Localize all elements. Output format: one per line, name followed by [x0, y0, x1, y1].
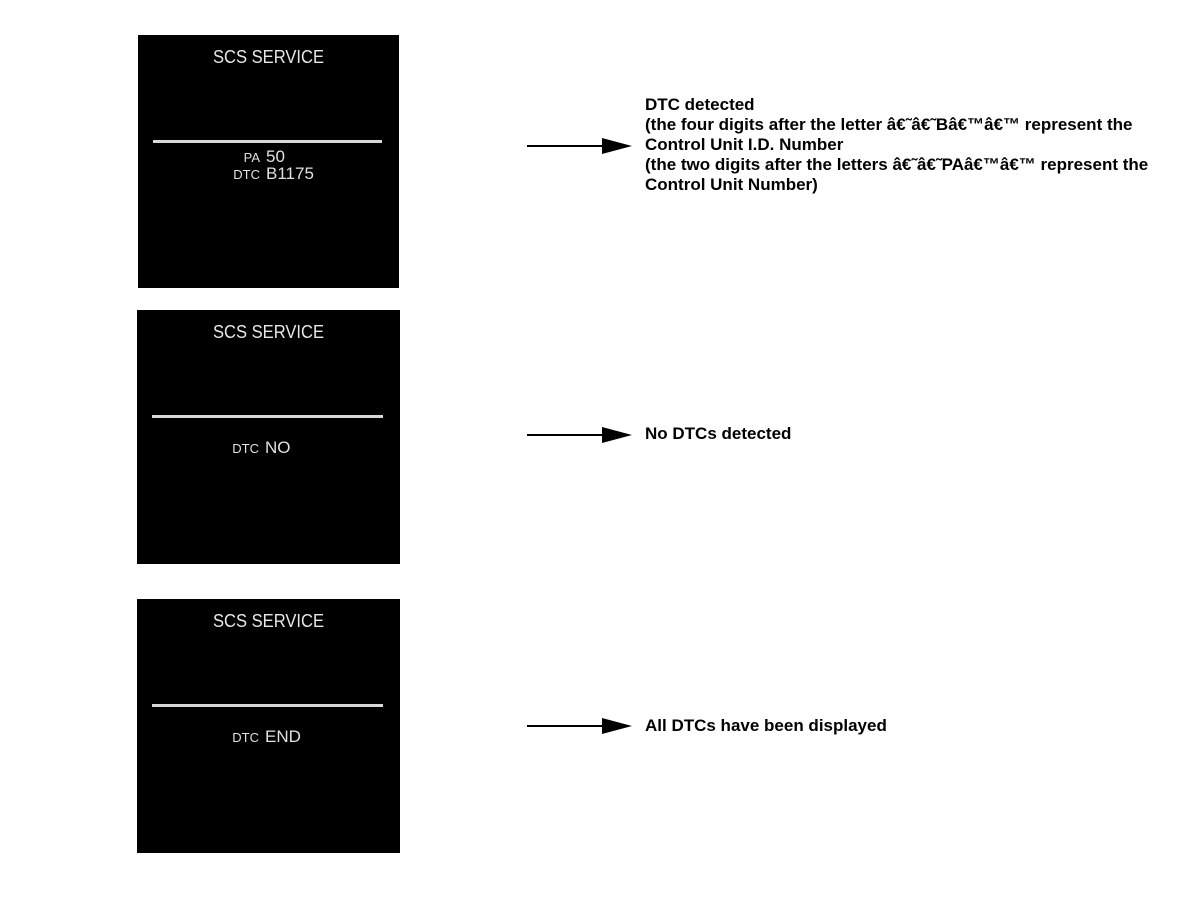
description-no-dtc: No DTCs detected — [645, 424, 791, 444]
scs-screen-dtc-end: SCS SERVICE DTC END — [137, 599, 400, 853]
description-dtc-detected: DTC detected (the four digits after the … — [645, 95, 1148, 195]
dtc-value: NO — [265, 438, 291, 457]
screen-title: SCS SERVICE — [212, 47, 325, 67]
dtc-label: DTC — [232, 441, 259, 456]
dtc-value: END — [265, 727, 301, 746]
description-line: All DTCs have been displayed — [645, 716, 887, 735]
description-dtc-end: All DTCs have been displayed — [645, 716, 887, 736]
pa-label: PA — [243, 150, 260, 165]
description-line: (the four digits after the letter â€˜â€˜… — [645, 115, 1133, 134]
arrow-right-icon — [527, 427, 632, 443]
dtc-label: DTC — [233, 167, 260, 182]
dtc-readout: DTC B1175 — [228, 164, 314, 184]
dtc-readout: DTC END — [227, 727, 301, 747]
dtc-label: DTC — [232, 730, 259, 745]
pa-value: 50 — [266, 147, 285, 166]
screen-divider — [152, 415, 383, 418]
arrow-right-icon — [527, 718, 632, 734]
screen-title: SCS SERVICE — [212, 611, 325, 631]
pa-readout: PA 50 — [236, 147, 285, 167]
scs-screen-dtc-detected: SCS SERVICE PA 50 DTC B1175 — [138, 35, 399, 288]
description-line: DTC detected — [645, 95, 755, 114]
arrow-right-icon — [527, 138, 632, 154]
screen-title: SCS SERVICE — [212, 322, 325, 342]
description-clip: DTC detected (the four digits after the … — [645, 95, 1200, 205]
description-line: No DTCs detected — [645, 424, 792, 443]
dtc-readout: DTC NO — [227, 438, 291, 458]
description-line: (the two digits after the letters â€˜â€˜… — [645, 155, 1149, 174]
screen-divider — [152, 704, 383, 707]
description-line: Control Unit Number) — [645, 175, 818, 194]
description-line: Control Unit I.D. Number — [645, 135, 844, 154]
dtc-value: B1175 — [266, 164, 314, 183]
scs-screen-no-dtc: SCS SERVICE DTC NO — [137, 310, 400, 564]
screen-divider — [153, 140, 382, 143]
